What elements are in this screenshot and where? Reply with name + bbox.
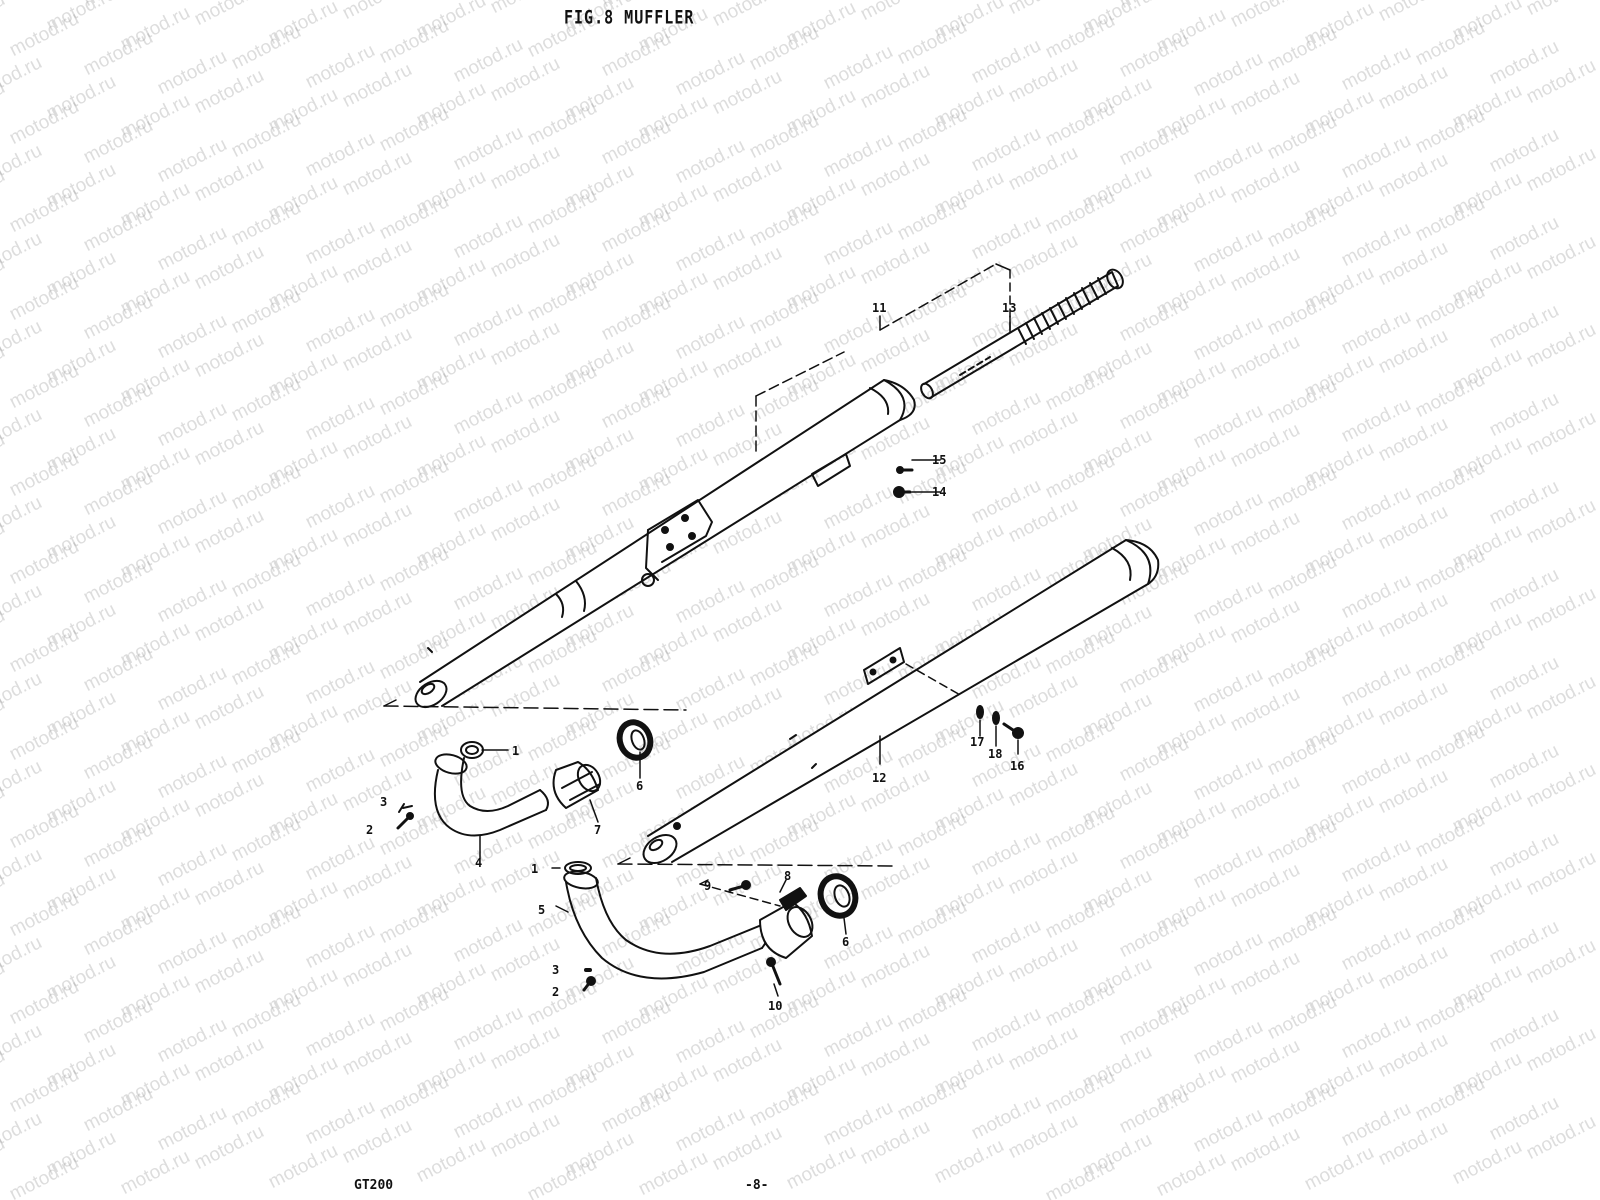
joint-clamp-lower [759, 887, 814, 959]
callout-2-lower: 2 [552, 985, 559, 999]
callout-6-lower: 6 [842, 935, 849, 949]
callout-6-upper: 6 [636, 779, 643, 793]
callout-7: 7 [594, 823, 601, 837]
bolts-and-washers [396, 466, 1024, 992]
lower-muffler [642, 539, 1160, 865]
callout-1-lower: 1 [531, 862, 538, 876]
callout-1-upper: 1 [512, 744, 519, 758]
leader-lines [479, 315, 1019, 997]
callout-5: 5 [538, 903, 545, 917]
callout-3-lower: 3 [552, 963, 559, 977]
joint-clamp-upper [552, 761, 602, 809]
callout-9: 9 [704, 879, 711, 893]
callout-10: 10 [768, 999, 782, 1013]
callout-13: 13 [1002, 301, 1016, 315]
callout-16: 16 [1010, 759, 1024, 773]
footer-model: GT200 [354, 1178, 394, 1193]
callout-11: 11 [872, 301, 886, 315]
callout-4: 4 [475, 856, 482, 870]
gasket-upper [460, 741, 484, 759]
callout-14: 14 [932, 485, 946, 499]
seal-ring-upper [616, 719, 654, 761]
upper-exhaust-pipe [433, 753, 549, 837]
callout-15: 15 [932, 453, 946, 467]
baffle-tube [920, 268, 1124, 400]
callout-2-upper: 2 [366, 823, 373, 837]
figure-title: FIG.8 MUFFLER [564, 5, 695, 29]
callout-3-upper: 3 [380, 795, 387, 809]
upper-muffler [414, 379, 916, 709]
callout-18: 18 [988, 747, 1002, 761]
callout-8: 8 [784, 869, 791, 883]
footer-page-number: -8- [745, 1178, 769, 1193]
seal-ring-lower [817, 873, 859, 919]
callout-17: 17 [970, 735, 984, 749]
callout-12: 12 [872, 771, 886, 785]
lower-exhaust-pipe [563, 870, 769, 980]
